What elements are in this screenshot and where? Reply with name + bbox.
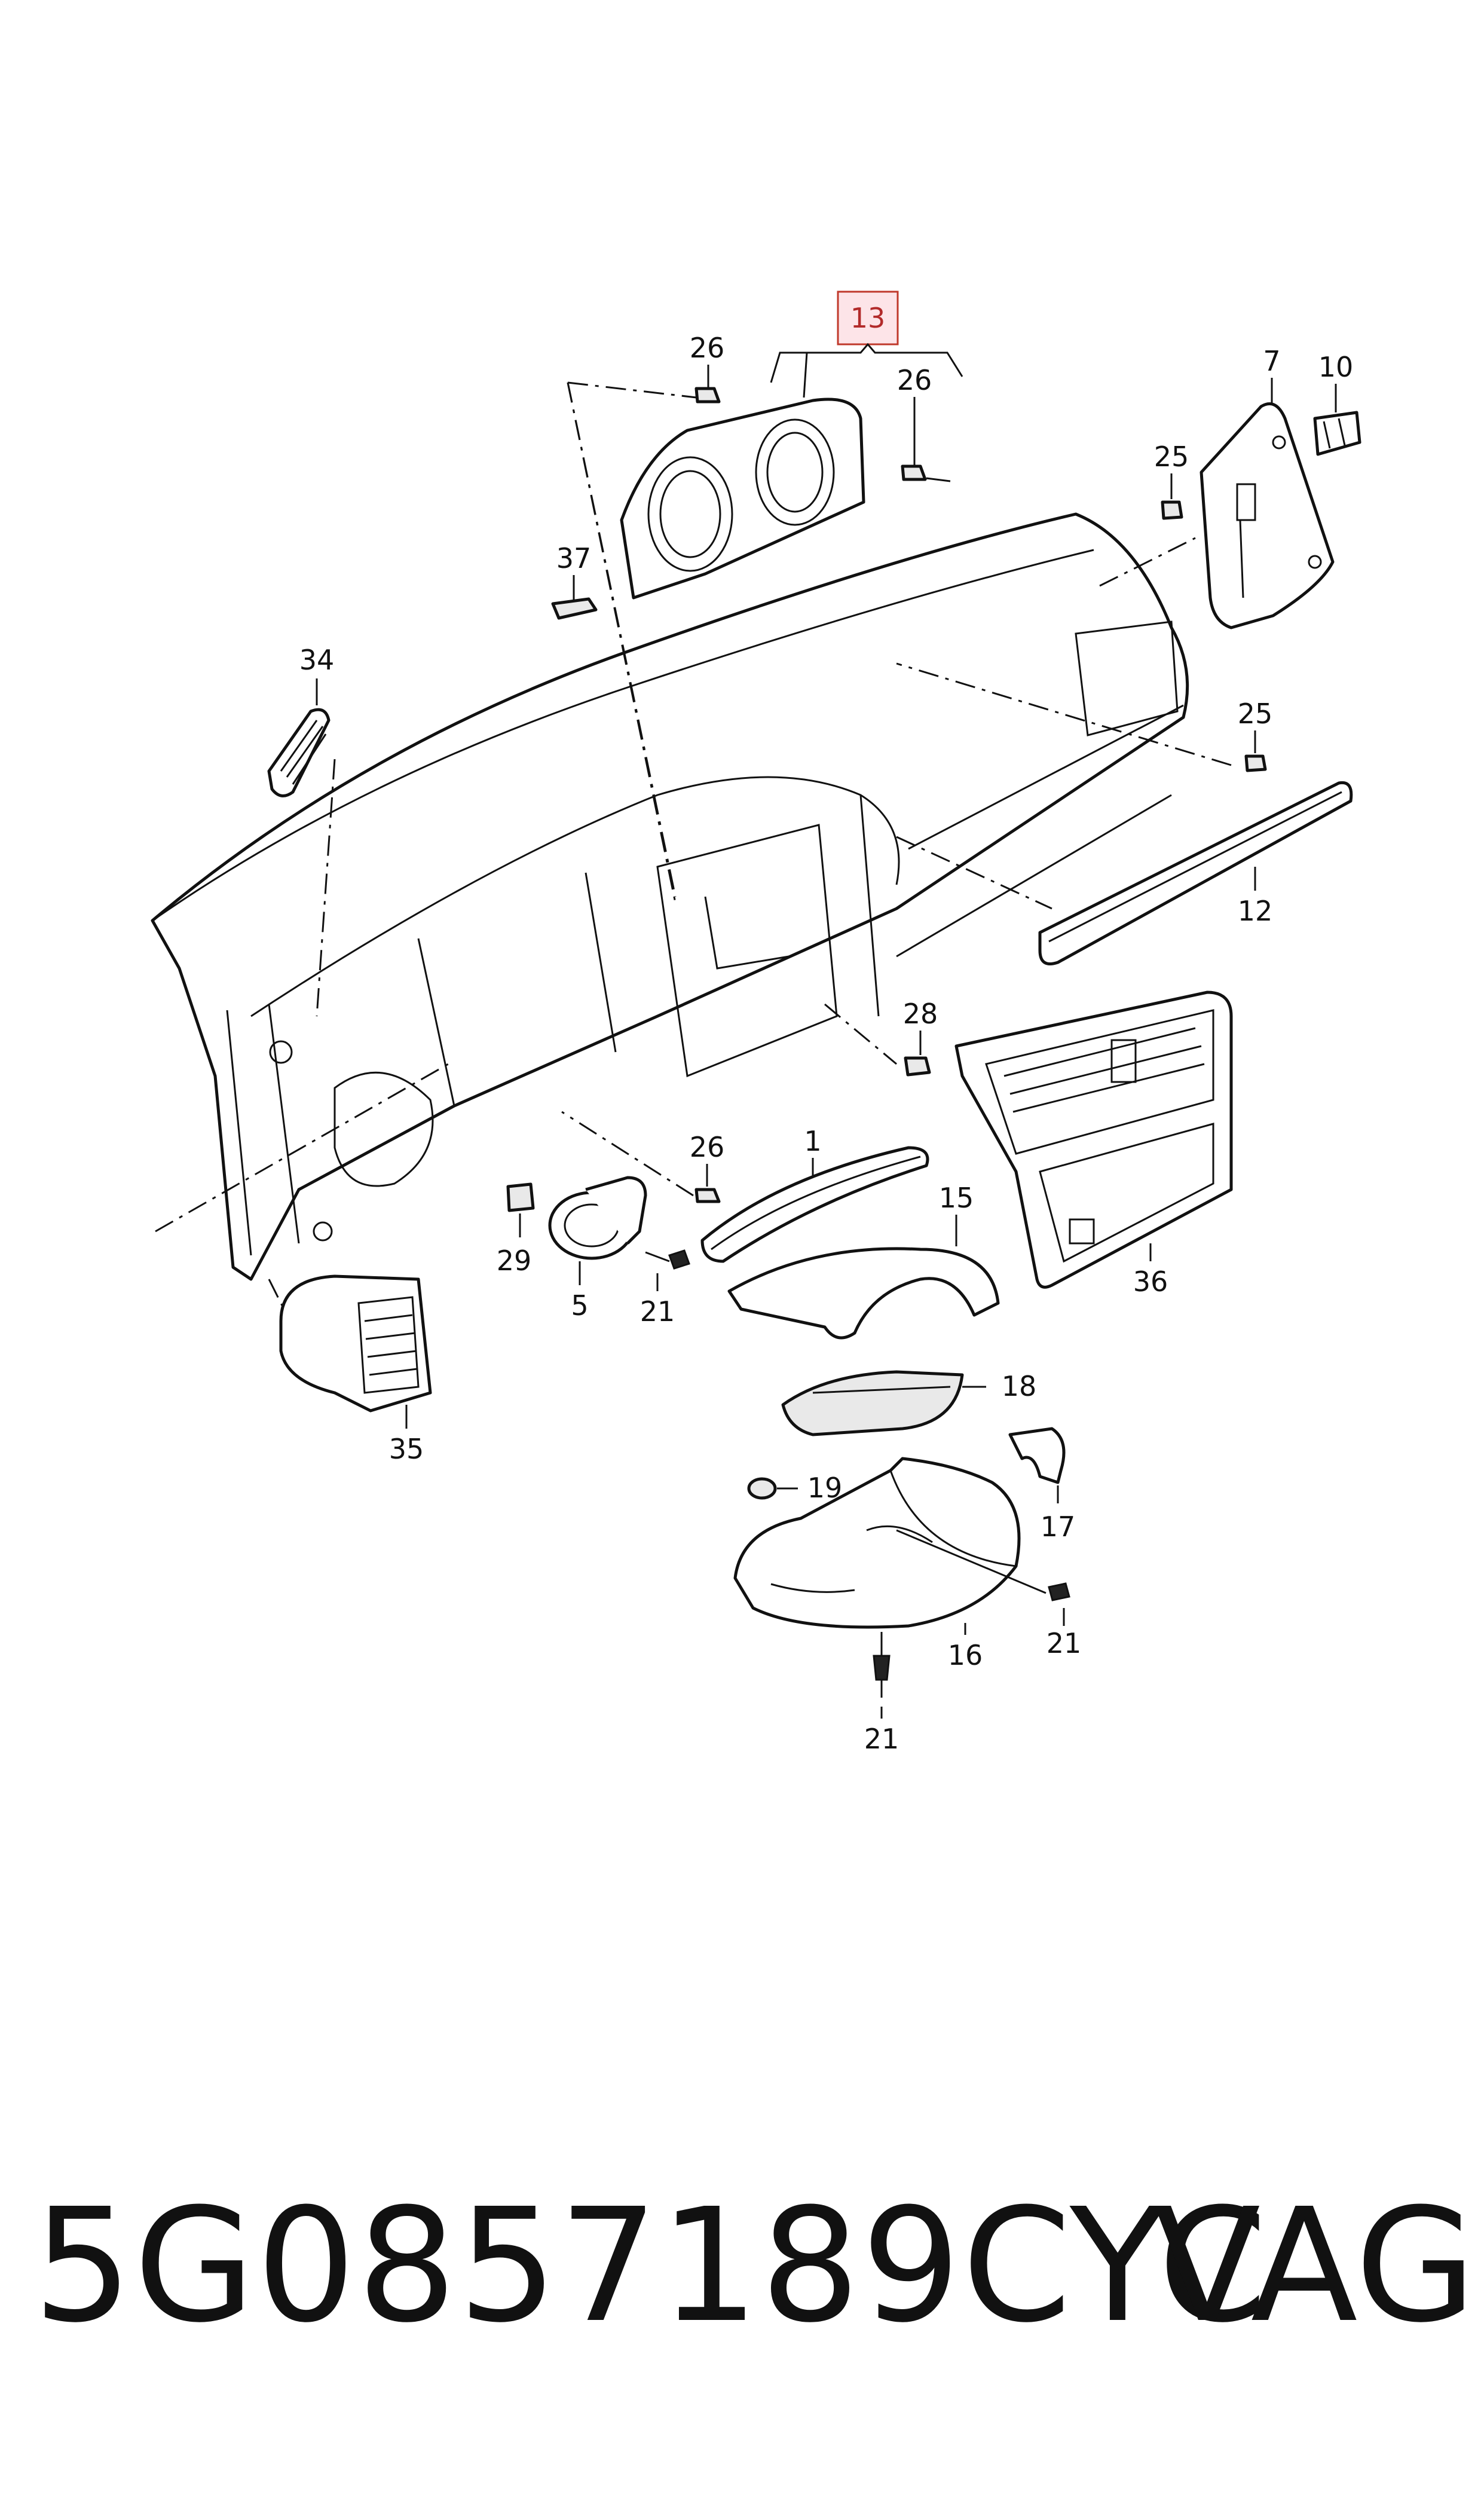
part-18-tray [781,1370,964,1436]
clip-28 [904,1056,931,1077]
part-5-ignition-ring [548,1176,647,1260]
callout-7: 7 [1263,345,1280,377]
screw-21-left [645,1249,690,1270]
callout-21-left: 21 [640,1295,675,1328]
callout-26-middle: 26 [690,1131,725,1163]
clip-25-upper [1161,500,1183,520]
instrument-cluster-housing [620,398,865,600]
dashboard-panel [151,512,1189,1281]
callout-28: 28 [903,998,938,1030]
callout-29: 29 [497,1245,532,1277]
part-35-left-vent [279,1274,432,1413]
part-10-switch [1313,411,1361,456]
screw-21-bottom [873,1632,891,1698]
callout-34: 34 [299,644,335,676]
part-34-side-vent [267,708,331,797]
callout-21-right: 21 [1047,1627,1082,1659]
callout-35: 35 [389,1433,424,1465]
clip-26-middle [694,1188,721,1203]
part-12-trim-strip [1038,781,1353,965]
callout-26-top-right: 26 [897,364,932,396]
callout-1: 1 [804,1125,821,1157]
callout-25-lower: 25 [1238,698,1273,730]
callout-13-highlight-box [837,291,899,346]
brand-label: VAG [1153,2175,1477,2357]
callout-25-upper: 25 [1154,441,1189,473]
part-17-bracket [1008,1427,1066,1484]
callout-16: 16 [948,1639,983,1671]
part-number-label: 5G0857189CYC [33,2175,1269,2357]
part-1-upper-trim [700,1146,929,1263]
callout-26-top-left: 26 [690,332,725,364]
callout-5: 5 [571,1289,588,1322]
part-36-center-vent-bezel [954,990,1233,1289]
callout-10: 10 [1318,351,1354,383]
callout-36: 36 [1133,1265,1168,1298]
callout-17: 17 [1041,1511,1076,1543]
callout-15: 15 [939,1182,974,1214]
callout-37: 37 [556,542,592,574]
exploded-parts-diagram: 13 26 26 [151,291,1361,1755]
part-37-cover [551,597,598,620]
part-19-plug [747,1477,777,1500]
clip-26-top-left [694,387,721,403]
part-16-column-shroud-lower [733,1457,1021,1629]
callout-12: 12 [1238,895,1273,927]
clip-25-lower [1244,754,1267,772]
callout-18: 18 [1002,1370,1037,1402]
part-15-column-shroud-upper [727,1247,1000,1340]
screw-21-right [896,1529,1070,1601]
callout-13: 13 [850,302,886,334]
clip-26-top-right [901,464,927,481]
clip-29 [506,1182,535,1212]
callout-21-bottom: 21 [864,1723,899,1755]
part-7-side-panel [1200,402,1335,629]
